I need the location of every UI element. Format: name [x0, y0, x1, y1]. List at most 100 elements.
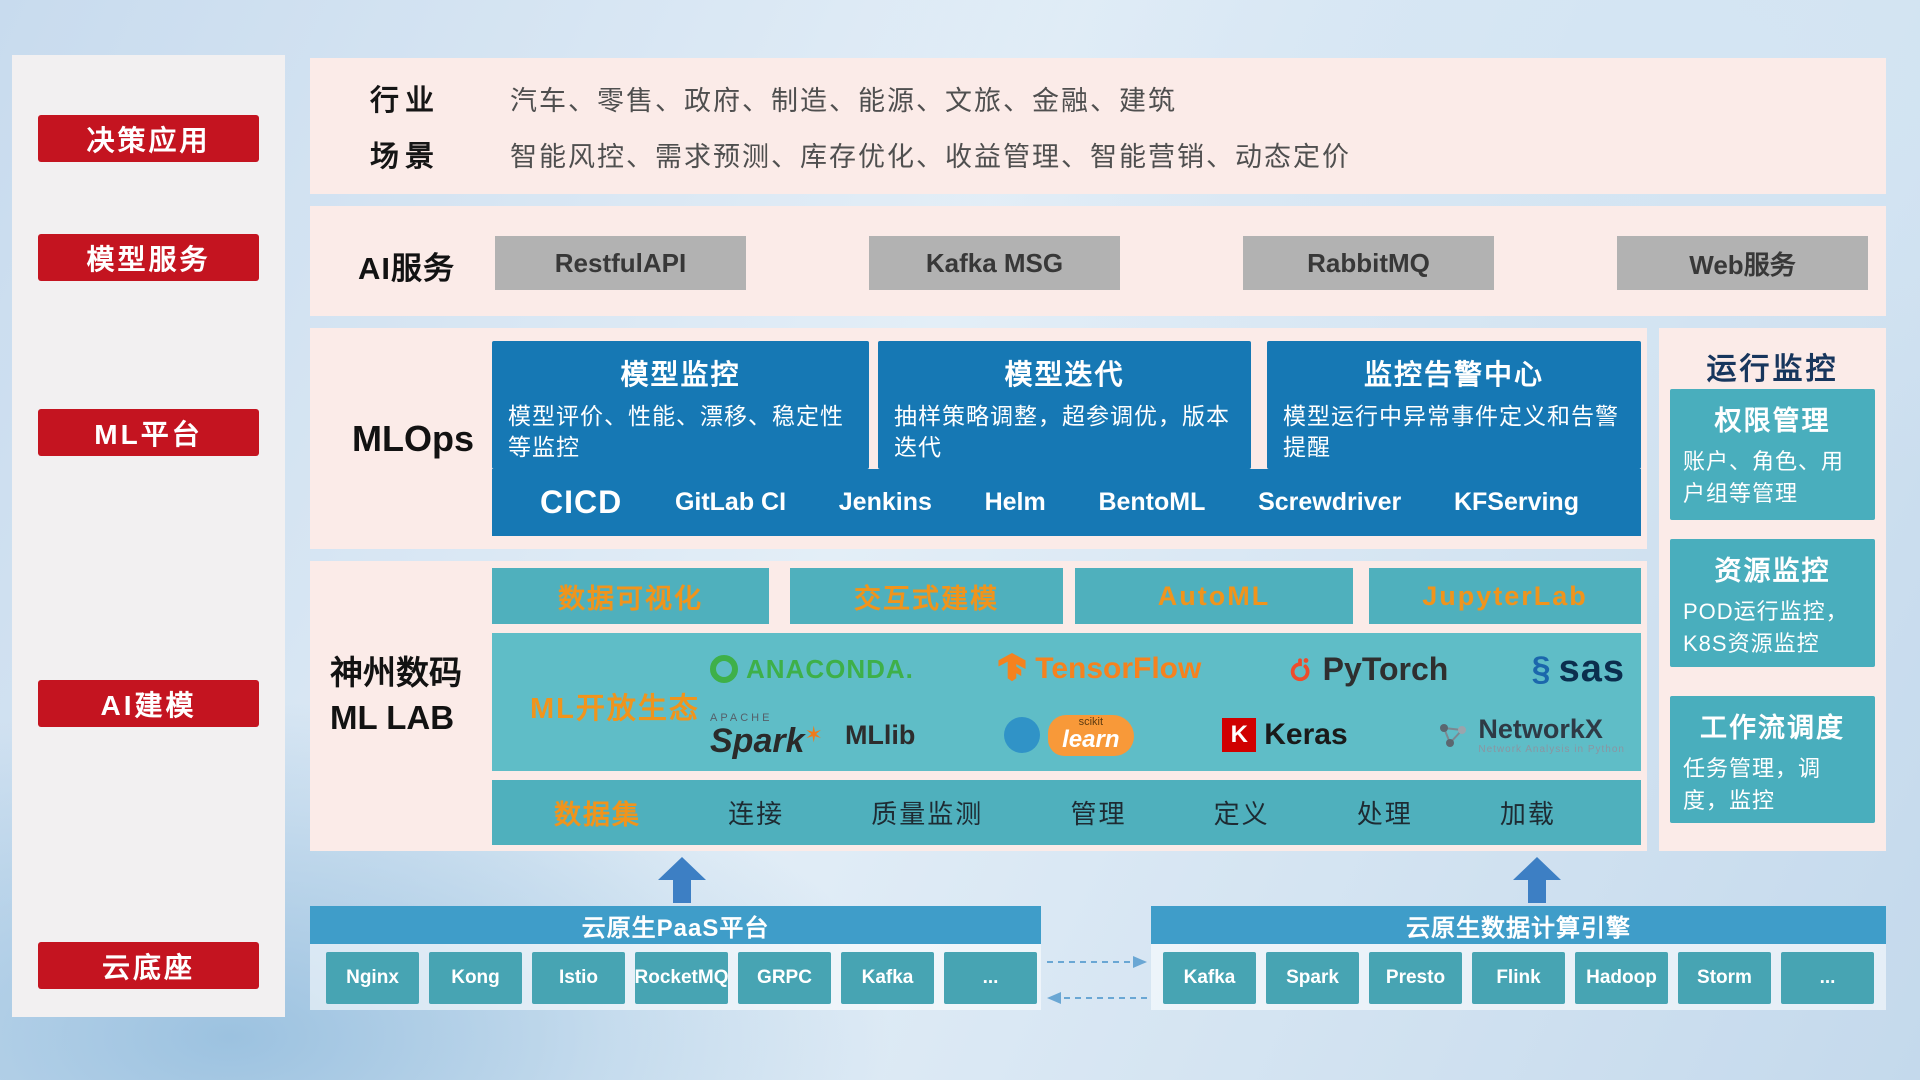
- scikit-blob-icon: scikit learn: [1048, 714, 1134, 756]
- card-resource-monitoring: 资源监控 POD运行监控，K8S资源监控: [1670, 539, 1875, 667]
- networkx-icon: [1440, 724, 1467, 747]
- spark-star-icon: ✶: [804, 721, 823, 747]
- dataset-connect: 连接: [728, 799, 785, 829]
- dataset-quality: 质量监测: [871, 799, 984, 829]
- engine-chip-row: Kafka Spark Presto Flink Hadoop Storm ..…: [1163, 952, 1874, 1004]
- card-desc: 账户、角色、用户组等管理: [1683, 449, 1845, 506]
- sidebar-item-cloud-base: 云底座: [38, 942, 259, 989]
- paas-chip-row: Nginx Kong Istio RocketMQ GRPC Kafka ...: [326, 952, 1037, 1004]
- data-engine-bar: 云原生数据计算引擎: [1151, 906, 1886, 944]
- sidebar-item-ml-platform: ML平台: [38, 409, 259, 456]
- chip-storm: Storm: [1678, 952, 1771, 1004]
- chip-hadoop: Hadoop: [1575, 952, 1668, 1004]
- scikit-learn-text: learn: [1062, 725, 1120, 753]
- chip-istio: Istio: [532, 952, 625, 1004]
- ecosystem-logos: ANACONDA. TensorFlow PyTorch: [710, 639, 1625, 765]
- industry-scene-band: 行业 汽车、零售、政府、制造、能源、文旅、金融、建筑 场景 智能风控、需求预测、…: [310, 58, 1886, 194]
- cicd-gitlab-ci: GitLab CI: [674, 488, 787, 516]
- sas-swirl-icon: §: [1531, 649, 1551, 688]
- card-desc: POD运行监控，K8S资源监控: [1683, 599, 1849, 656]
- keras-text: Keras: [1264, 718, 1348, 751]
- chip-presto: Presto: [1369, 952, 1462, 1004]
- card-model-monitoring: 模型监控 模型评价、性能、漂移、稳定性等监控: [492, 341, 869, 469]
- sidebar-item-model-service: 模型服务: [38, 234, 259, 281]
- chip-kafka: Kafka: [841, 952, 934, 1004]
- chip-kafka: Kafka: [1163, 952, 1256, 1004]
- chip-flink: Flink: [1472, 952, 1565, 1004]
- runtime-monitor-title: 运行监控: [1706, 353, 1839, 386]
- mllab-label-line1: 神州数码: [330, 654, 462, 691]
- dataset-label: 数据集: [554, 800, 641, 830]
- tensorflow-icon: [998, 653, 1026, 682]
- spark-mllib-logo: APACHE Spark✶ MLlib: [710, 712, 916, 758]
- runtime-monitor-column: 运行监控 权限管理 账户、角色、用户组等管理 资源监控 POD运行监控，K8S资…: [1659, 328, 1886, 851]
- chip-rocketmq: RocketMQ: [635, 952, 728, 1004]
- anaconda-text: ANACONDA.: [746, 653, 914, 684]
- industry-row: 行业 汽车、零售、政府、制造、能源、文旅、金融、建筑: [370, 70, 1886, 126]
- cicd-jenkins: Jenkins: [838, 488, 932, 516]
- logo-row-2: APACHE Spark✶ MLlib scikit learn K: [710, 705, 1625, 765]
- mllib-text: MLlib: [844, 719, 916, 750]
- up-arrow-icon: [658, 857, 706, 903]
- cicd-kfserving: KFServing: [1453, 488, 1579, 516]
- mllab-label: 神州数码 ML LAB: [330, 651, 500, 740]
- card-title: 模型监控: [620, 359, 741, 390]
- dataset-manage: 管理: [1070, 799, 1127, 829]
- spark-wordmark: APACHE Spark✶: [710, 712, 823, 758]
- sidebar-item-ai-modeling: AI建模: [38, 680, 259, 727]
- tool-data-visualization: 数据可视化: [492, 568, 769, 624]
- card-permission-management: 权限管理 账户、角色、用户组等管理: [1670, 389, 1875, 520]
- sidebar-item-decision-apps: 决策应用: [38, 115, 259, 162]
- dataset-row: 数据集 连接 质量监测 管理 定义 处理 加载: [492, 780, 1641, 845]
- scikit-top-text: scikit: [1078, 715, 1104, 728]
- logo-row-1: ANACONDA. TensorFlow PyTorch: [710, 639, 1625, 699]
- ecosystem-label: ML开放生态: [530, 693, 700, 725]
- chip-more: ...: [1781, 952, 1874, 1004]
- scikit-learn-logo: scikit learn: [1004, 714, 1134, 756]
- card-title: 模型迭代: [1004, 359, 1125, 390]
- tool-interactive-modeling: 交互式建模: [790, 568, 1063, 624]
- card-workflow-scheduling: 工作流调度 任务管理，调度，监控: [1670, 696, 1875, 823]
- keras-logo: K Keras: [1222, 718, 1348, 752]
- card-model-iteration: 模型迭代 抽样策略调整，超参调优，版本迭代: [878, 341, 1251, 469]
- scene-label: 场景: [370, 141, 441, 173]
- cicd-bentoml: BentoML: [1098, 488, 1206, 516]
- pytorch-text: PyTorch: [1322, 650, 1449, 687]
- pytorch-icon: [1290, 658, 1310, 682]
- dashed-exchange-arrows-icon: [1047, 956, 1147, 1004]
- chip-nginx: Nginx: [326, 952, 419, 1004]
- ml-open-ecosystem-box: ML开放生态 ANACONDA. TensorFlow: [492, 633, 1641, 771]
- service-kafka-msg: Kafka MSG: [869, 236, 1120, 290]
- paas-platform-bar: 云原生PaaS平台: [310, 906, 1041, 944]
- ai-service-label: AI服务: [358, 251, 455, 286]
- service-restfulapi: RestfulAPI: [495, 236, 746, 290]
- tensorflow-logo: TensorFlow: [997, 652, 1201, 686]
- mlops-band: MLOps 模型监控 模型评价、性能、漂移、稳定性等监控 模型迭代 抽样策略调整…: [310, 328, 1647, 549]
- pytorch-logo: PyTorch: [1285, 650, 1449, 688]
- chip-grpc: GRPC: [738, 952, 831, 1004]
- card-desc: 模型评价、性能、漂移、稳定性等监控: [508, 403, 844, 461]
- anaconda-logo: ANACONDA.: [710, 654, 914, 685]
- card-desc: 模型运行中异常事件定义和告警提醒: [1283, 403, 1619, 461]
- card-title: 监控告警中心: [1363, 359, 1544, 390]
- cicd-helm: Helm: [984, 488, 1046, 516]
- industry-list: 汽车、零售、政府、制造、能源、文旅、金融、建筑: [510, 85, 1177, 116]
- ai-service-band: AI服务 RestfulAPI Kafka MSG RabbitMQ Web服务: [310, 206, 1886, 316]
- cicd-screwdriver: Screwdriver: [1258, 488, 1402, 516]
- mlops-label: MLOps: [352, 418, 474, 459]
- chip-spark: Spark: [1266, 952, 1359, 1004]
- card-desc: 任务管理，调度，监控: [1683, 756, 1822, 813]
- card-alert-center: 监控告警中心 模型运行中异常事件定义和告警提醒: [1267, 341, 1641, 469]
- card-title: 权限管理: [1714, 406, 1831, 436]
- networkx-logo: NetworkX Network Analysis in Python: [1436, 714, 1625, 755]
- tool-jupyterlab: JupyterLab: [1369, 568, 1641, 624]
- mllab-label-line2: ML LAB: [330, 698, 455, 736]
- chip-kong: Kong: [429, 952, 522, 1004]
- dataset-process: 处理: [1356, 799, 1413, 829]
- sas-text: sas: [1558, 647, 1625, 690]
- chip-more: ...: [944, 952, 1037, 1004]
- card-title: 工作流调度: [1700, 713, 1845, 743]
- cicd-label: CICD: [540, 484, 623, 520]
- scikit-circle-icon: [1004, 717, 1041, 753]
